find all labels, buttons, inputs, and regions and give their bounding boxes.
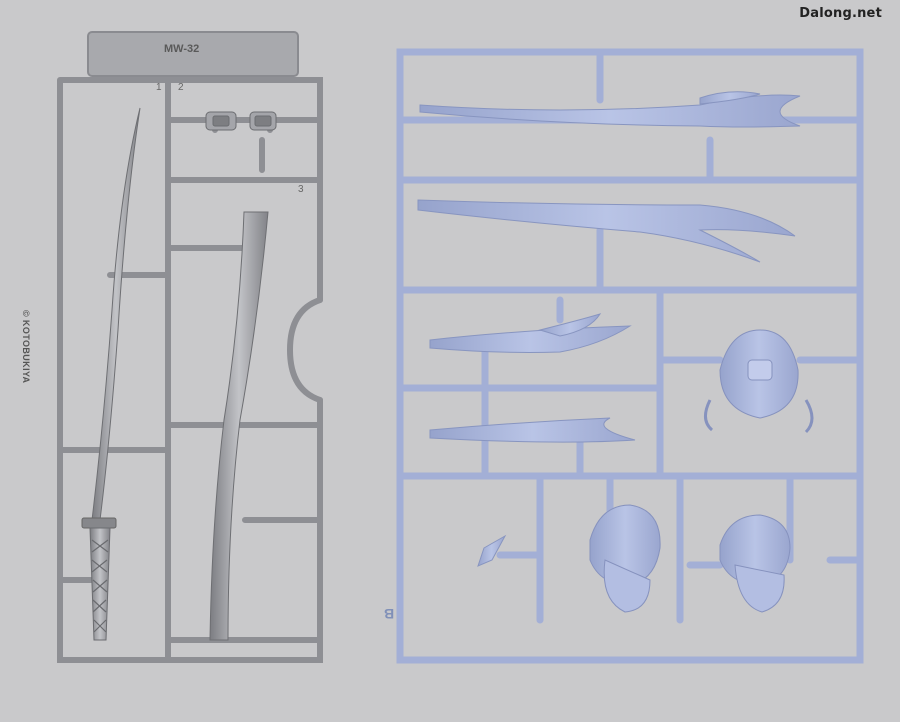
runner-tag-label: MW-32	[164, 43, 200, 55]
hair-strand-parts	[417, 91, 801, 567]
scabbard-part	[209, 211, 269, 641]
watermark-text: Dalong.net	[799, 6, 882, 21]
connector-parts	[205, 111, 277, 131]
runner-letter-label: B	[384, 606, 395, 622]
brand-label: © KOTOBUKIYA	[21, 310, 31, 384]
head-parts	[589, 329, 814, 613]
katana-part	[81, 107, 141, 641]
part-number-1: 1	[156, 82, 162, 93]
part-number-3: 3	[298, 184, 304, 195]
part-number-2: 2	[178, 82, 184, 93]
